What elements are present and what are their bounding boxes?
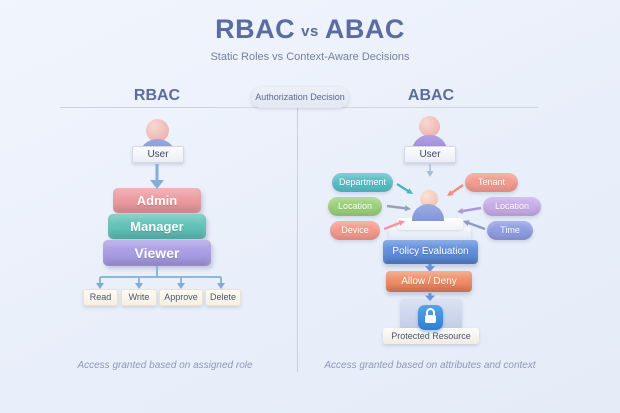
permission-box-delete: Delete — [205, 289, 241, 306]
abac-user-label: User — [404, 146, 456, 163]
role-box-viewer: Viewer — [103, 240, 211, 266]
authorization-decision-pill: Authorization Decision — [251, 87, 349, 108]
attribute-pill-tenant: Tenant — [465, 173, 518, 192]
page-subtitle: Static Roles vs Context-Aware Decisions — [210, 51, 410, 63]
rbac-heading-underline — [60, 107, 295, 108]
abac-user-to-figure-arrow — [426, 164, 434, 177]
policy-evaluation-box: Policy Evaluation — [383, 240, 478, 264]
evaluation-figure-body — [412, 204, 444, 221]
attribute-pill-device: Device — [330, 221, 380, 240]
attribute-pill-department: Department — [332, 173, 393, 192]
allow-deny-box: Allow / Deny — [386, 271, 472, 292]
center-divider-line — [297, 88, 298, 372]
attribute-pill-location-right: Location — [483, 197, 541, 216]
abac-section-heading: ABAC — [407, 87, 455, 104]
attribute-pill-location-left: Location — [328, 197, 382, 216]
lock-icon — [418, 305, 443, 330]
abac-user-figure-head — [419, 116, 440, 137]
attribute-arrow-department — [396, 182, 413, 194]
abac-caption: Access granted based on attributes and c… — [324, 360, 536, 371]
page-title: RBAC vs ABAC — [0, 14, 620, 45]
attribute-arrow-location-right — [457, 206, 482, 214]
title-abac: ABAC — [324, 14, 405, 44]
rbac-caption: Access granted based on assigned role — [77, 360, 253, 371]
evaluation-platform-top — [397, 218, 463, 230]
rbac-user-label: User — [132, 146, 184, 163]
role-box-admin: Admin — [113, 188, 201, 213]
evaluation-platform-base — [389, 227, 471, 242]
attribute-pill-time: Time — [487, 221, 533, 240]
permission-box-approve: Approve — [159, 289, 203, 306]
permission-box-write: Write — [121, 289, 157, 306]
abac-heading-underline — [299, 107, 538, 108]
rbac-user-figure-head — [146, 119, 169, 142]
lock-body — [425, 315, 436, 323]
attribute-arrow-tenant — [447, 183, 464, 196]
rbac-user-to-roles-arrow — [150, 164, 164, 189]
evaluation-figure-head — [420, 190, 438, 208]
permission-box-read: Read — [83, 289, 118, 306]
lock-shackle — [426, 308, 435, 316]
role-box-manager: Manager — [108, 214, 206, 239]
title-vs: vs — [301, 23, 319, 40]
rbac-roles-to-permissions-connector — [96, 266, 225, 289]
protected-resource-label: Protected Resource — [383, 328, 479, 344]
title-rbac: RBAC — [215, 14, 296, 44]
rbac-section-heading: RBAC — [133, 87, 181, 104]
attribute-arrow-location-left — [386, 204, 411, 212]
